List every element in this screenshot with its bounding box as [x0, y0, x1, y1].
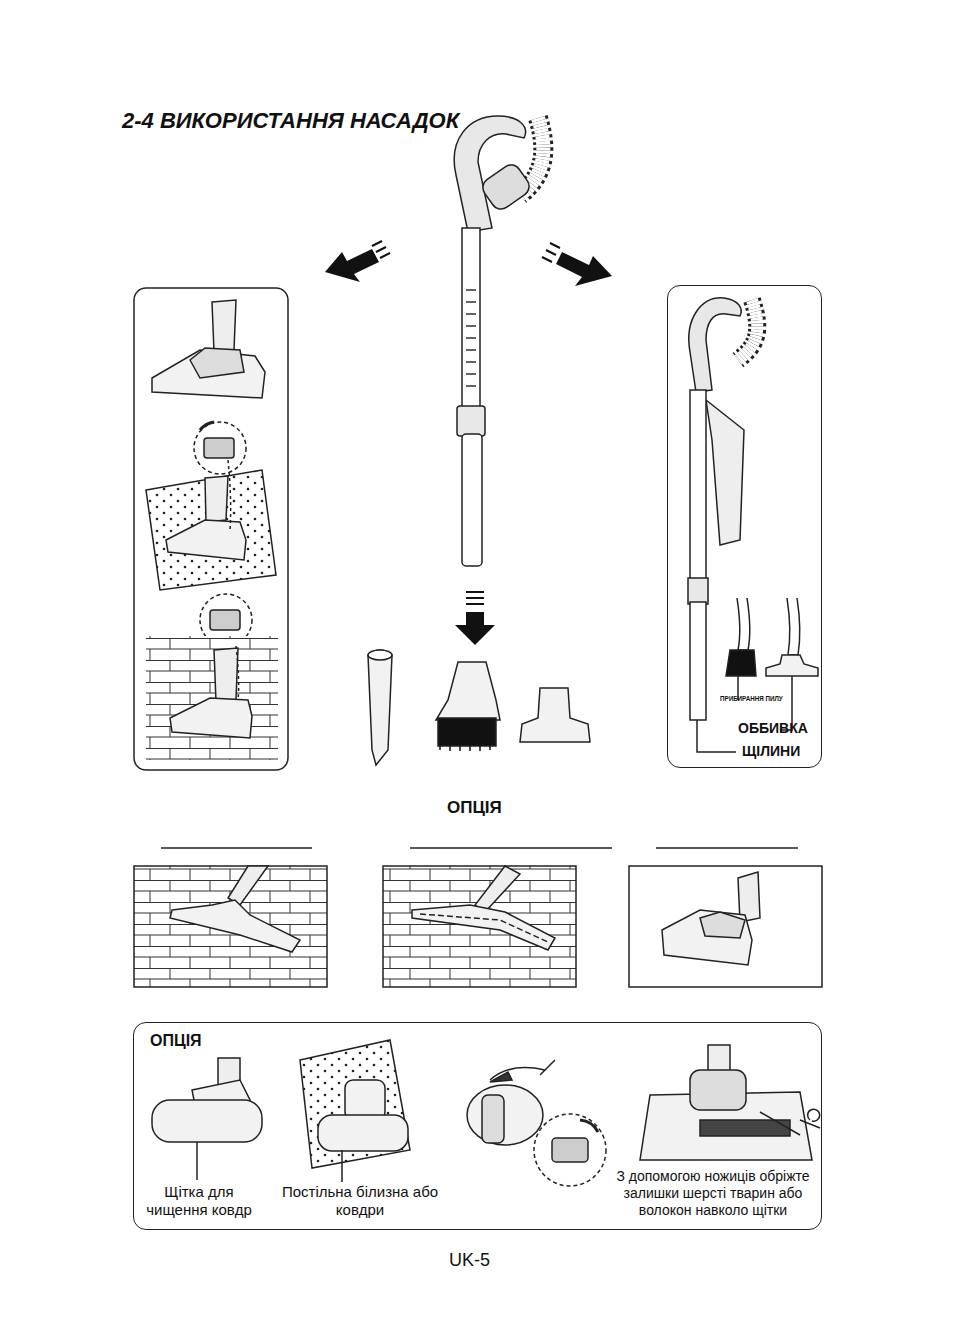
drawing-part	[467, 1085, 543, 1145]
drawing-part	[690, 1070, 746, 1110]
drawing-part	[134, 866, 327, 987]
drawing-part	[629, 866, 822, 987]
section-title: 2-4 ВИКОРИСТАННЯ НАСАДОК	[122, 108, 459, 134]
drawing-part	[194, 422, 246, 474]
drawing-part	[552, 1138, 588, 1162]
drawing-part	[690, 390, 706, 580]
drawing-part	[228, 866, 268, 905]
drawing-part	[368, 650, 392, 660]
drawing-part	[214, 648, 238, 702]
drawing-part	[457, 406, 485, 436]
drawing-part	[170, 698, 252, 738]
stored-tools-panel: ПРИБИРАННЯ ПИЛУ ОББИВКА ЩІЛИНИ	[667, 285, 822, 768]
drawing-part	[787, 598, 800, 655]
drawing-part	[300, 1040, 410, 1168]
drawing-part	[170, 900, 300, 952]
caption: Щітка для чищення ковдр	[134, 1183, 264, 1219]
drawing-part	[482, 1095, 504, 1143]
drawing-part	[436, 662, 500, 720]
drawing-part	[205, 476, 228, 522]
drawing-part	[236, 646, 239, 700]
drawing-part	[200, 422, 214, 430]
drawing-part	[490, 1072, 512, 1082]
drawing-part	[580, 1120, 598, 1132]
drawing-part	[420, 914, 548, 942]
option-heading: ОПЦІЯ	[447, 798, 502, 818]
drawing-part	[462, 228, 480, 408]
vacuum-handle	[454, 116, 543, 566]
drawing-part	[737, 598, 750, 650]
drawing-part	[146, 636, 278, 760]
tool-label: ОББИВКА	[738, 720, 808, 737]
drawing-part	[700, 1120, 790, 1136]
drawing-part	[542, 243, 560, 262]
drawing-part	[152, 1100, 262, 1142]
drawing-part	[466, 290, 476, 386]
drawing-part	[662, 910, 752, 965]
drawing-part	[383, 866, 576, 987]
option-heading: ОПЦІЯ	[150, 1031, 202, 1050]
drawing-part	[345, 1080, 385, 1120]
drawing-part	[146, 470, 276, 590]
turbo-brush-drawings	[152, 1040, 820, 1186]
drawing-part	[700, 912, 745, 938]
drawing-part	[412, 905, 555, 950]
drawing-part	[690, 602, 706, 720]
drawing-part	[212, 300, 236, 352]
drawing-part	[318, 1115, 408, 1151]
drawing-part	[210, 610, 240, 630]
option-box: ОПЦІЯ Щітка для чищення ковдр Постільна бі…	[133, 1022, 822, 1230]
drawing-part	[706, 400, 744, 545]
tool-label: ЩІЛИНИ	[742, 743, 800, 760]
drawing-part	[196, 1142, 198, 1180]
drawing-part	[688, 578, 708, 604]
drawing-part	[479, 161, 533, 213]
drawing-part	[161, 847, 798, 849]
drawing-part	[689, 298, 741, 392]
floor-brush-panel	[134, 288, 288, 770]
drawing-part	[766, 655, 818, 676]
drawing-part	[325, 249, 379, 282]
drawing-part	[368, 650, 392, 765]
direction-arrow	[325, 241, 612, 645]
drawing-part	[190, 348, 244, 378]
page-number: UK-5	[449, 1250, 490, 1272]
drawing-part	[455, 625, 495, 645]
caption: З допомогою ножиців обріжте залишки шерс…	[601, 1168, 825, 1218]
drawing-part	[466, 612, 484, 626]
drawing-part	[166, 520, 246, 560]
drawing-part	[228, 460, 231, 530]
drawing-part	[462, 434, 482, 566]
drawing-part	[341, 1150, 343, 1182]
drawing-part	[697, 676, 792, 752]
drawing-part	[134, 288, 288, 770]
drawing-part	[556, 252, 612, 286]
drawing-part	[534, 1114, 606, 1186]
drawing-part	[520, 688, 590, 742]
stored-tools-drawing	[688, 298, 818, 752]
drawing-part	[372, 241, 390, 258]
drawing-part	[438, 718, 496, 746]
drawing-part	[440, 746, 490, 751]
caption: Постільна білизна або ковдри	[280, 1183, 440, 1219]
drawing-part	[466, 592, 484, 604]
drawing-part	[204, 438, 234, 458]
option-brushes	[134, 848, 822, 987]
drawing-part	[760, 1109, 820, 1135]
drawing-part	[726, 650, 756, 676]
drawing-part	[475, 866, 520, 912]
tool-label: ПРИБИРАННЯ ПИЛУ	[720, 694, 783, 704]
accessory-tools	[368, 650, 590, 765]
